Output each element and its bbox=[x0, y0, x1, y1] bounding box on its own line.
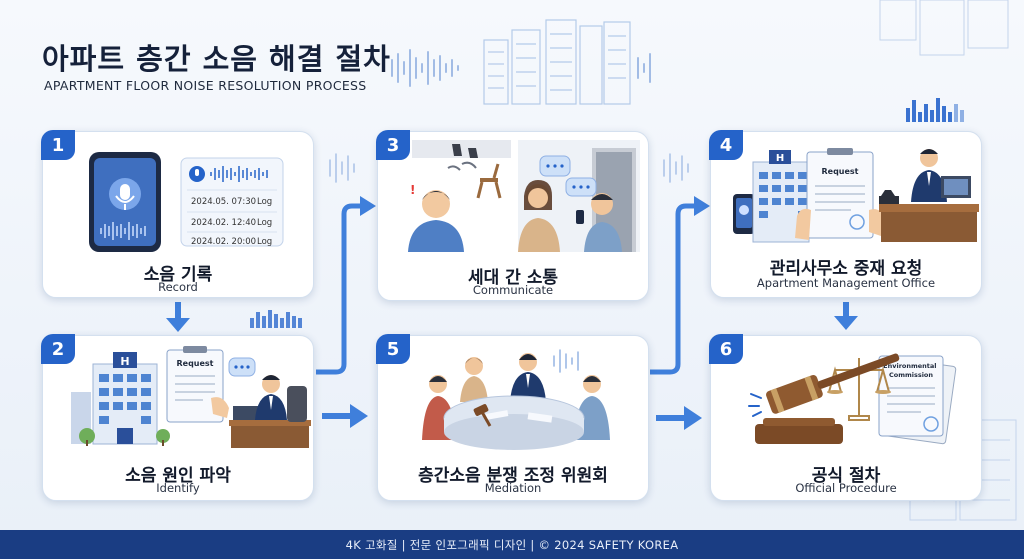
commission-doc-line: Environmental bbox=[883, 362, 936, 370]
step-number-badge: 4 bbox=[709, 130, 743, 160]
step-title: 소음 원인 파악 bbox=[125, 466, 231, 486]
arrow-1-to-2 bbox=[166, 302, 190, 332]
office-request-illustration: H Request bbox=[71, 346, 311, 448]
step-title: 층간소음 분쟁 조정 위원회 bbox=[418, 466, 608, 486]
log-time: 2024.02. 20:00 bbox=[191, 237, 256, 247]
mediation-committee-illustration bbox=[422, 349, 610, 450]
step-subtitle: Mediation bbox=[484, 481, 542, 495]
step-title: 관리사무소 중재 요청 bbox=[769, 259, 923, 279]
step-subtitle: Official Procedure bbox=[795, 481, 897, 495]
step-number-badge: 1 bbox=[41, 130, 75, 160]
phone-recording-illustration: 2024.05. 07:30 Log 2024.02. 12:40 Log 20… bbox=[89, 152, 284, 252]
request-doc-label: Request bbox=[176, 359, 213, 368]
arrow-2-to-3 bbox=[316, 196, 376, 375]
step-subtitle: Communicate bbox=[472, 283, 554, 297]
step-subtitle: Identify bbox=[156, 481, 200, 495]
footer-bar: 4K 고화질 | 전문 인포그래픽 디자인 | © 2024 SAFETY KO… bbox=[0, 530, 1024, 559]
commission-doc-label: Environmental Commission bbox=[883, 362, 939, 379]
step-title: 세대 간 소통 bbox=[467, 268, 559, 288]
page-title: 아파트 층간 소음 해결 절차 bbox=[42, 42, 391, 76]
log-time: 2024.05. 07:30 bbox=[191, 197, 256, 207]
step-card-official-procedure[interactable]: 6 Environmental Commission 공식 bbox=[709, 334, 982, 501]
step-number-badge: 3 bbox=[376, 130, 410, 160]
step-subtitle: Record bbox=[158, 280, 198, 294]
request-doc-label: Request bbox=[821, 167, 858, 176]
log-type: Log bbox=[257, 197, 272, 207]
arrow-5-to-6 bbox=[656, 406, 702, 430]
step-card-mediation[interactable]: 5 층간소음 분쟁 조정 위원회 Mediation bbox=[376, 334, 649, 501]
log-time: 2024.02. 12:40 bbox=[191, 218, 256, 228]
step-card-identify[interactable]: 2 H Request 소음 원인 파악 Identify bbox=[41, 334, 314, 501]
step-number-badge: 5 bbox=[376, 334, 410, 364]
step-card-communicate[interactable]: 3 ! 세대 간 소통 Communicate bbox=[376, 130, 649, 301]
arrow-2-to-5 bbox=[322, 404, 368, 428]
log-type: Log bbox=[257, 218, 272, 228]
hospital-sign: H bbox=[120, 355, 129, 368]
step-card-management-office[interactable]: 4 H Request 관리사무소 중재 요청 Apartment Manag bbox=[709, 130, 982, 298]
commission-doc-line: Commission bbox=[889, 371, 933, 379]
log-type: Log bbox=[257, 237, 272, 247]
page-subtitle: APARTMENT FLOOR NOISE RESOLUTION PROCESS bbox=[44, 78, 367, 93]
management-office-illustration: H Request bbox=[733, 148, 979, 243]
svg-text:!: ! bbox=[410, 183, 415, 197]
step-number-badge: 6 bbox=[709, 334, 743, 364]
hospital-sign: H bbox=[776, 153, 784, 164]
gavel-documents-illustration: Environmental Commission bbox=[748, 353, 957, 445]
neighbor-communication-illustration: ! bbox=[408, 140, 640, 252]
step-card-record[interactable]: 1 2024.05. 07:30 Log 2024.02. 12:40 Log … bbox=[41, 130, 314, 298]
step-title: 소음 기록 bbox=[143, 265, 213, 285]
arrow-4-to-6 bbox=[834, 302, 858, 330]
step-subtitle: Apartment Management Office bbox=[756, 276, 936, 290]
step-number-badge: 2 bbox=[41, 334, 75, 364]
step-title: 공식 절차 bbox=[811, 466, 881, 486]
arrow-5-to-4 bbox=[650, 196, 710, 375]
